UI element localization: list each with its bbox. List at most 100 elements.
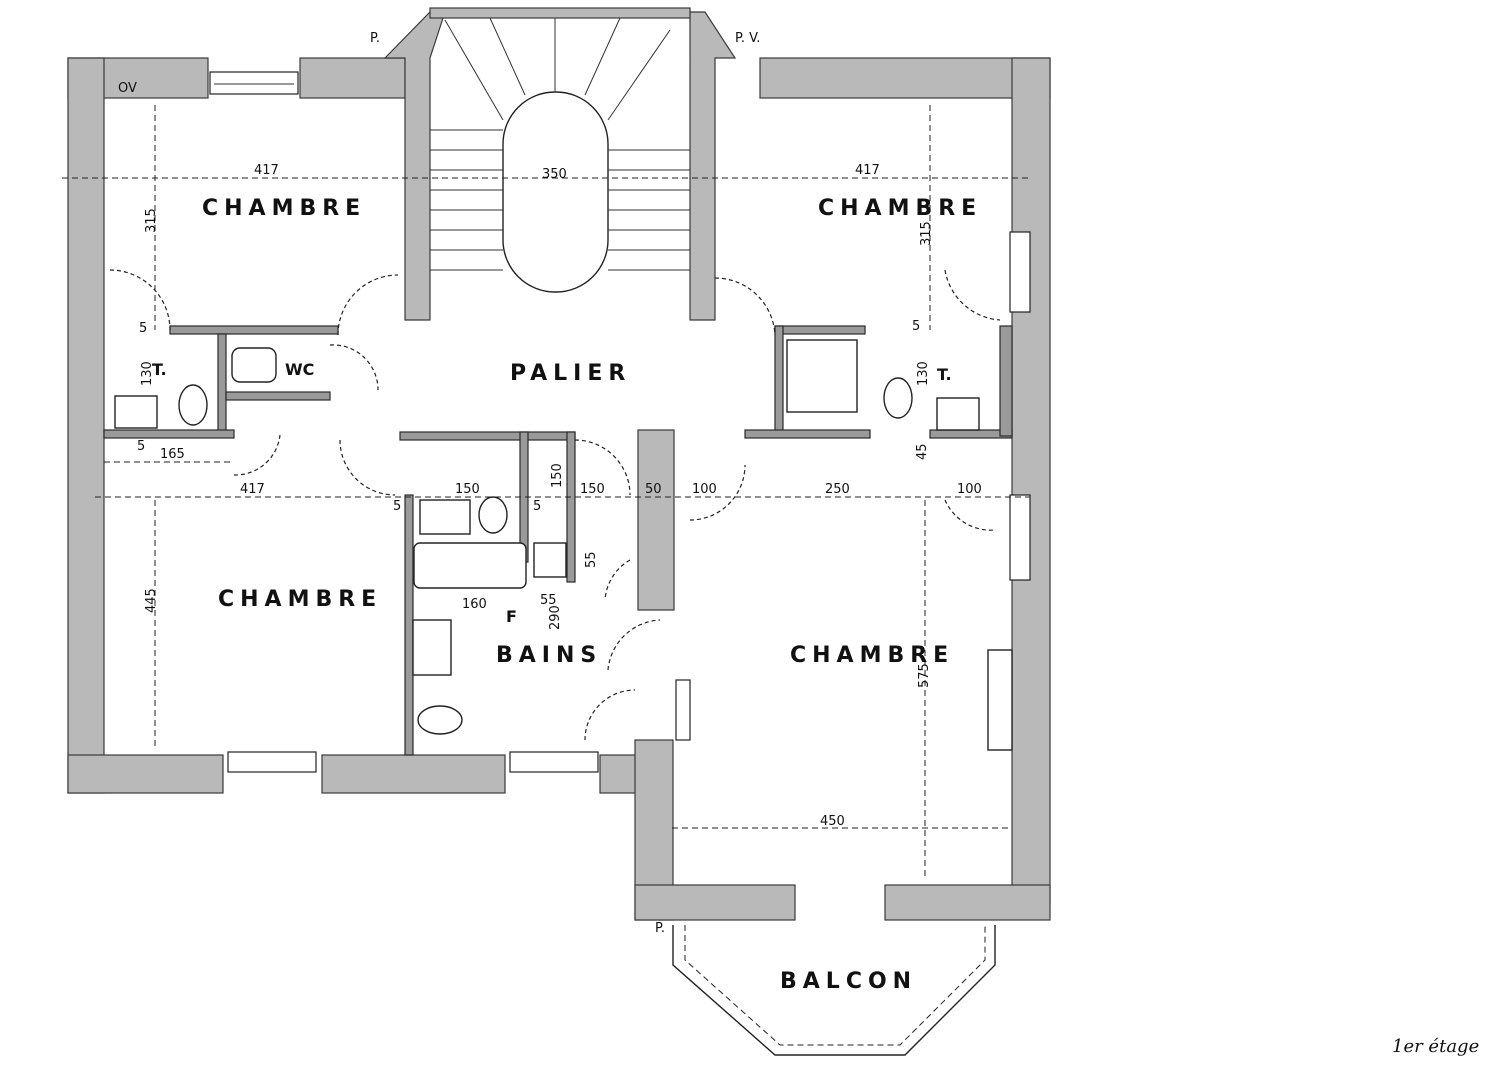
room-chambre-se: CHAMBRE	[790, 643, 954, 668]
dim-50: 50	[645, 482, 662, 497]
bidet-bath	[478, 496, 508, 534]
floor-caption: 1er étage	[1392, 1036, 1479, 1057]
balcony-inner	[684, 925, 986, 1046]
wall-south-1	[67, 754, 224, 794]
room-chambre-ne: CHAMBRE	[818, 196, 982, 221]
dim-130-east: 130	[916, 361, 931, 386]
door-sw	[339, 439, 396, 496]
door-ne	[714, 277, 776, 336]
sink-east	[936, 397, 980, 431]
fixtures	[114, 339, 1013, 751]
window-east-lower	[1009, 494, 1031, 581]
dim-5e: 5	[912, 319, 920, 334]
room-toilette-west: T.	[152, 360, 167, 379]
dim-160: 160	[462, 597, 487, 612]
dim-130-west: 130	[140, 361, 155, 386]
bathtub	[413, 542, 527, 589]
stair-tread	[489, 17, 526, 96]
wall-se-south-right	[884, 884, 1051, 921]
marker-ov: OV	[118, 81, 137, 96]
wall-stair-top	[429, 7, 691, 19]
room-balcon: BALCON	[780, 969, 917, 994]
wall-bath-div-2	[566, 431, 576, 583]
door-se-2	[584, 689, 636, 741]
wall-chimney	[637, 429, 675, 611]
windows	[209, 71, 1031, 773]
dim-55b: 55	[540, 593, 557, 608]
bidet-west	[178, 384, 208, 426]
wc-toilet	[231, 347, 277, 383]
room-toilette-east: T.	[937, 365, 952, 384]
window-east-upper	[1009, 231, 1031, 313]
balcony-outline	[672, 925, 996, 1056]
wall-wc-top	[169, 325, 339, 335]
wall-north-center-left	[299, 57, 406, 99]
wall-shower-bottom	[744, 429, 871, 439]
dim-nw-depth: 315	[144, 208, 159, 233]
wall-stair-west	[383, 11, 446, 321]
dim-stair-width: 350	[542, 167, 567, 182]
window-north-left	[209, 71, 299, 95]
dim-55a: 55	[584, 551, 599, 568]
door-t-east	[944, 269, 1001, 321]
dimension-lines	[62, 105, 1030, 880]
dim-290: 290	[548, 605, 563, 630]
shower-east	[786, 339, 858, 413]
sink-west	[114, 395, 158, 429]
marker-pv-left: P.	[370, 31, 380, 46]
dim-150a: 150	[455, 482, 480, 497]
window-south-bath	[509, 751, 599, 773]
door-se	[689, 464, 746, 521]
dim-45: 45	[915, 443, 930, 460]
marker-po-balcon: P.	[655, 921, 665, 936]
dim-se-depth: 575	[917, 663, 932, 688]
wall-bath-top	[399, 431, 576, 441]
wall-west	[67, 57, 105, 794]
stair-tread	[607, 29, 671, 121]
door-t-west-2	[233, 434, 281, 476]
dim-se-width: 450	[820, 814, 845, 829]
doors	[109, 269, 1001, 741]
wall-t-east	[999, 325, 1013, 437]
wall-south-2	[321, 754, 506, 794]
room-bains: BAINS	[496, 643, 602, 668]
door-closet	[604, 559, 631, 601]
door-bath	[574, 439, 631, 496]
dim-ne-depth: 315	[919, 221, 934, 246]
wall-north-right	[759, 57, 1051, 99]
wall-se-south-left	[634, 884, 796, 921]
wall-wc-bottom	[225, 391, 331, 401]
room-chambre-nw: CHAMBRE	[202, 196, 366, 221]
dim-150c: 150	[580, 482, 605, 497]
door-bath-se	[607, 619, 661, 671]
cabinet-bath	[533, 542, 567, 578]
dim-ne-width: 417	[855, 163, 880, 178]
dim-100b: 100	[957, 482, 982, 497]
room-wc: WC	[285, 360, 314, 379]
bidet-east	[883, 377, 913, 419]
wall-t-bottom-left	[103, 429, 235, 439]
dim-5c: 5	[393, 499, 401, 514]
interior-walls	[103, 325, 1013, 756]
wall-east	[1011, 57, 1051, 904]
label-f: F	[506, 607, 517, 626]
dim-165: 165	[160, 447, 185, 462]
exterior-walls	[67, 7, 1051, 921]
wall-shower-top	[774, 325, 866, 335]
door-se-t	[944, 499, 996, 531]
fireplace-se	[987, 649, 1013, 751]
stair-tread	[444, 19, 504, 121]
room-chambre-sw: CHAMBRE	[218, 587, 382, 612]
dim-5a: 5	[139, 321, 147, 336]
window-se-inner	[675, 679, 691, 741]
dim-5b: 5	[137, 439, 145, 454]
dim-sw-depth: 445	[144, 588, 159, 613]
dim-sw-width: 417	[240, 482, 265, 497]
stair-tread	[584, 17, 621, 96]
dim-nw-width: 417	[254, 163, 279, 178]
dim-100a: 100	[692, 482, 717, 497]
staircase	[430, 17, 690, 293]
dim-5d: 5	[533, 499, 541, 514]
stair-well	[502, 91, 609, 293]
